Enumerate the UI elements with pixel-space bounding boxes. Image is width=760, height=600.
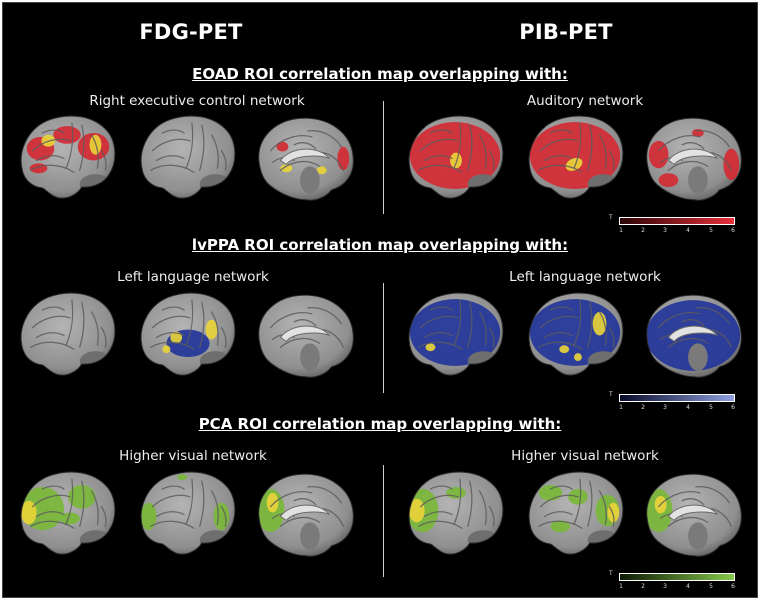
brain-eoad-pib-3 — [646, 117, 742, 201]
brain-lvppa-fdg-3 — [258, 294, 354, 378]
brain-pca-pib-2 — [528, 471, 624, 555]
colorbar-tick: 5 — [709, 404, 713, 411]
section-title-eoad: EOAD ROI correlation map overlapping wit… — [192, 65, 568, 83]
colorbar-tick: 6 — [731, 227, 735, 234]
colorbar-tick: 2 — [641, 583, 645, 590]
colorbar-tick: 4 — [686, 404, 690, 411]
colorbar-tick: 2 — [641, 227, 645, 234]
brain-eoad-fdg-1 — [20, 115, 116, 199]
network-label-eoad-left: Right executive control network — [89, 93, 305, 109]
network-label-lvppa-right: Left language network — [509, 269, 661, 285]
colorbar-label: T — [609, 391, 613, 398]
colorbar-gradient — [619, 394, 735, 402]
brain-eoad-fdg-3 — [258, 117, 354, 201]
section-title-lvppa: lvPPA ROI correlation map overlapping wi… — [191, 236, 569, 254]
colorbar-gradient — [619, 573, 735, 581]
colorbar-tick: 1 — [619, 404, 623, 411]
colorbar-lvppa: T 1 2 3 4 5 6 — [609, 391, 739, 414]
network-label-eoad-right: Auditory network — [526, 93, 644, 109]
network-label-pca-right: Higher visual network — [511, 448, 659, 464]
colorbar-tick: 6 — [731, 404, 735, 411]
colorbar-tick: 1 — [619, 583, 623, 590]
colorbar-tick: 3 — [663, 227, 667, 234]
brain-pca-pib-3 — [646, 473, 742, 557]
colorbar-tick: 5 — [709, 227, 713, 234]
brain-lvppa-pib-3 — [646, 294, 742, 378]
brain-lvppa-fdg-1 — [20, 292, 116, 376]
brain-pca-fdg-3 — [258, 473, 354, 557]
colorbar-label: T — [609, 214, 613, 221]
colorbar-label: T — [609, 570, 613, 577]
colorbar-tick: 4 — [686, 583, 690, 590]
colorbar-tick: 4 — [686, 227, 690, 234]
colorbar-tick: 2 — [641, 404, 645, 411]
brain-eoad-pib-2 — [528, 115, 624, 199]
colorbar-tick: 3 — [663, 583, 667, 590]
brain-pca-fdg-1 — [20, 471, 116, 555]
brain-pca-pib-1 — [408, 471, 504, 555]
colorbar-tick: 6 — [731, 583, 735, 590]
brain-eoad-fdg-2 — [140, 115, 236, 199]
divider-pca — [383, 465, 384, 577]
colorbar-eoad: T 1 2 3 4 5 6 — [609, 214, 739, 237]
column-title-fdg-pet: FDG-PET — [139, 20, 243, 44]
network-label-pca-left: Higher visual network — [119, 448, 267, 464]
brain-eoad-pib-1 — [408, 115, 504, 199]
brain-lvppa-fdg-2 — [140, 292, 236, 376]
colorbar-pca: T 1 2 3 4 5 6 — [609, 570, 739, 593]
colorbar-tick: 3 — [663, 404, 667, 411]
brain-lvppa-pib-1 — [408, 292, 504, 376]
colorbar-gradient — [619, 217, 735, 225]
brain-lvppa-pib-2 — [528, 292, 624, 376]
brain-pca-fdg-2 — [140, 471, 236, 555]
network-label-lvppa-left: Left language network — [117, 269, 269, 285]
divider-eoad — [383, 101, 384, 214]
column-title-pib-pet: PIB-PET — [519, 20, 613, 44]
colorbar-tick: 5 — [709, 583, 713, 590]
divider-lvppa — [383, 283, 384, 393]
colorbar-tick: 1 — [619, 227, 623, 234]
section-title-pca: PCA ROI correlation map overlapping with… — [198, 415, 562, 433]
